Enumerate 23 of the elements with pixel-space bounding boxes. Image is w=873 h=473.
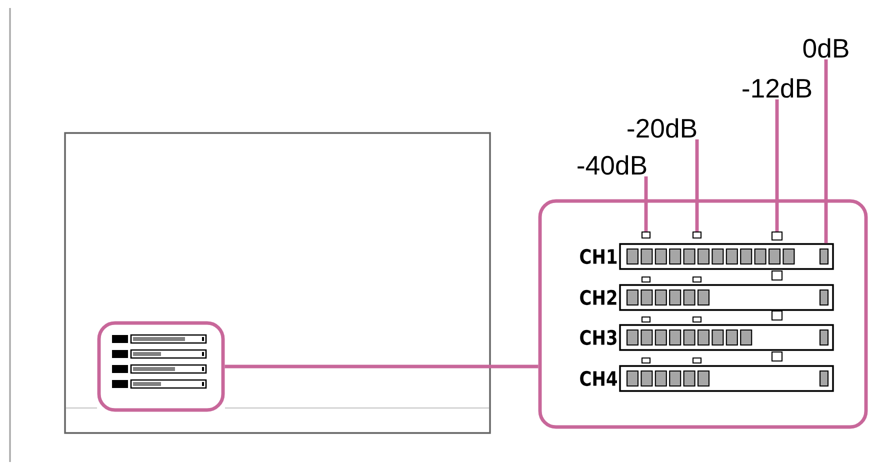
level-meter: CH4	[580, 365, 834, 392]
leader-line	[775, 99, 779, 232]
level-label: -40dB	[578, 155, 646, 175]
level-meter: CH2	[580, 284, 834, 311]
meter-panel	[538, 199, 868, 429]
leader-line	[695, 139, 699, 232]
leader-line	[224, 364, 538, 368]
screen-frame	[64, 132, 491, 434]
peak-marker	[692, 231, 702, 239]
level-label: -20dB	[628, 118, 696, 138]
level-meter: CH3	[580, 324, 834, 351]
leader-line	[644, 176, 648, 232]
node-label: CH4	[580, 370, 617, 386]
node-label: CH1	[580, 248, 617, 264]
level-label: -12dB	[742, 78, 812, 98]
peak-marker	[771, 231, 783, 241]
node-label: CH3	[580, 330, 616, 346]
level-meter: CH1	[580, 243, 834, 270]
leader-line	[824, 59, 828, 244]
level-label: 0dB	[803, 38, 848, 58]
node-label: CH2	[580, 290, 616, 306]
peak-marker	[641, 231, 651, 239]
meter-highlight	[97, 321, 225, 412]
